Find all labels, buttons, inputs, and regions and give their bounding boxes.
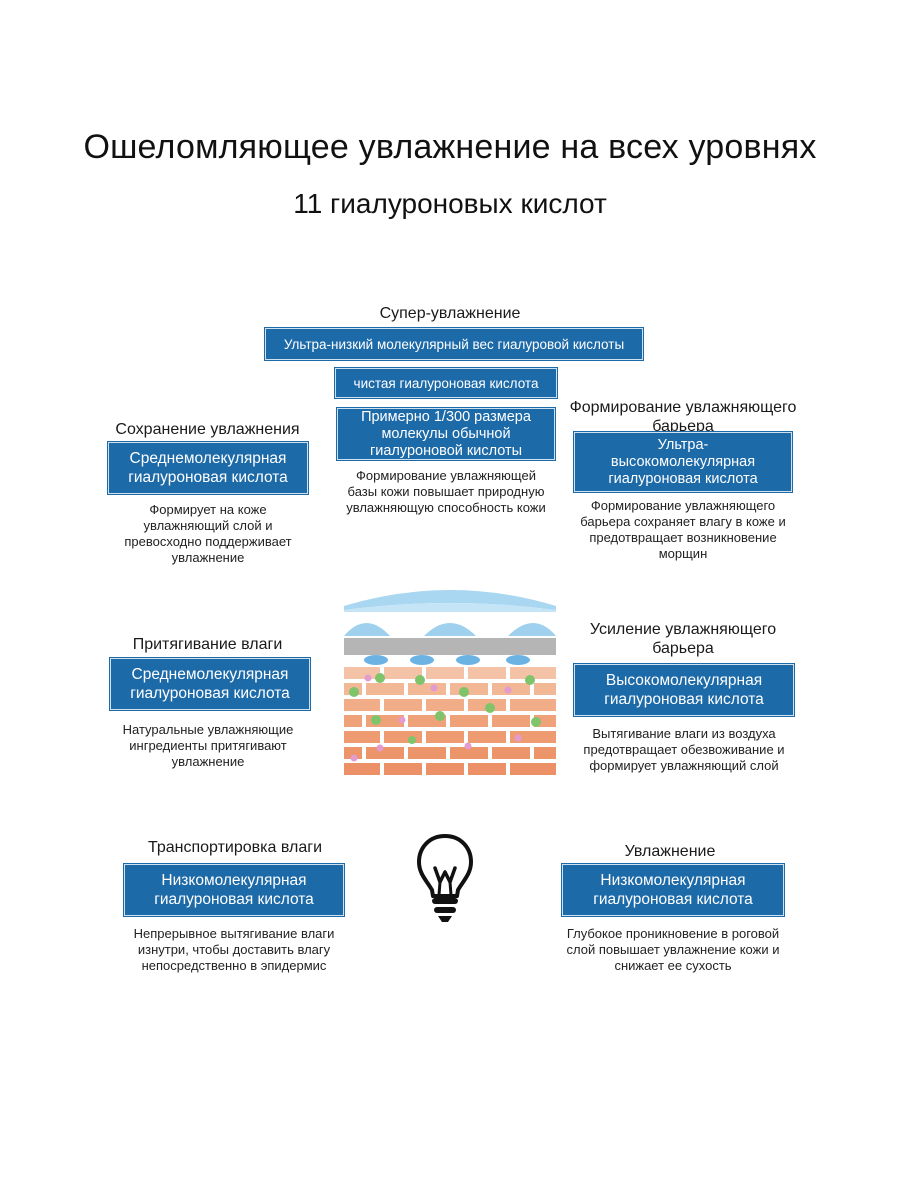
skin-layers-illustration [344, 590, 556, 775]
barrier-box-label: Ультра-высокомолекулярная гиалуроновая к… [608, 436, 758, 487]
super-box-size-label: Примерно 1/300 размера молекулы обычной … [361, 408, 531, 459]
moisturize-heading: Увлажнение [624, 843, 716, 860]
attract-heading: Притягивание влаги [132, 636, 283, 653]
attract-box-label: Среднемолекулярная гиалуроновая кислота [130, 666, 290, 702]
super-heading: Супер-увлажнение [379, 305, 521, 322]
attract-box: Среднемолекулярная гиалуроновая кислота [110, 658, 310, 710]
moisturize-box-label: Низкомолекулярная гиалуроновая кислота [593, 872, 753, 908]
transport-description: Непрерывное вытягивание влаги изнутри, ч… [133, 926, 335, 973]
retain-description: Формирует на коже увлажняющий слой и пре… [124, 502, 292, 565]
barrier-box: Ультра-высокомолекулярная гиалуроновая к… [574, 432, 792, 492]
transport-box-label: Низкомолекулярная гиалуроновая кислота [154, 872, 314, 908]
super-box-ultra-low-label: Ультра-низкий молекулярный вес гиалурово… [283, 336, 625, 352]
super-box-size: Примерно 1/300 размера молекулы обычной … [337, 408, 555, 460]
attract-description: Натуральные увлажняющие ингредиенты прит… [122, 722, 294, 769]
retain-box: Среднемолекулярная гиалуроновая кислота [108, 442, 308, 494]
transport-box: Низкомолекулярная гиалуроновая кислота [124, 864, 344, 916]
super-box-ultra-low: Ультра-низкий молекулярный вес гиалурово… [265, 328, 643, 360]
barrier-description: Формирование увлажняющего барьера сохран… [580, 498, 786, 561]
super-description: Формирование увлажняющей базы кожи повыш… [346, 468, 546, 515]
super-box-pure: чистая гиалуроновая кислота [335, 368, 557, 398]
lightbulb-icon [417, 834, 473, 922]
strengthen-description: Вытягивание влаги из воздуха предотвраща… [583, 726, 785, 773]
super-box-pure-label: чистая гиалуроновая кислота [353, 375, 539, 391]
strengthen-box: Высокомолекулярная гиалуроновая кислота [574, 664, 794, 716]
moisturize-box: Низкомолекулярная гиалуроновая кислота [562, 864, 784, 916]
transport-heading: Транспортировка влаги [147, 839, 322, 856]
page-title: Ошеломляющее увлажнение на всех уровнях [83, 128, 817, 166]
page-subtitle: 11 гиалуроновых кислот [293, 188, 607, 219]
strengthen-box-label: Высокомолекулярная гиалуроновая кислота [604, 672, 764, 708]
barrier-heading: Формирование увлажняющего барьера [569, 399, 797, 435]
retain-box-label: Среднемолекулярная гиалуроновая кислота [128, 450, 288, 486]
strengthen-heading: Усиление увлажняющего барьера [589, 621, 777, 657]
moisturize-description: Глубокое проникновение в роговой слой по… [566, 926, 780, 973]
retain-heading: Сохранение увлажнения [115, 421, 300, 438]
